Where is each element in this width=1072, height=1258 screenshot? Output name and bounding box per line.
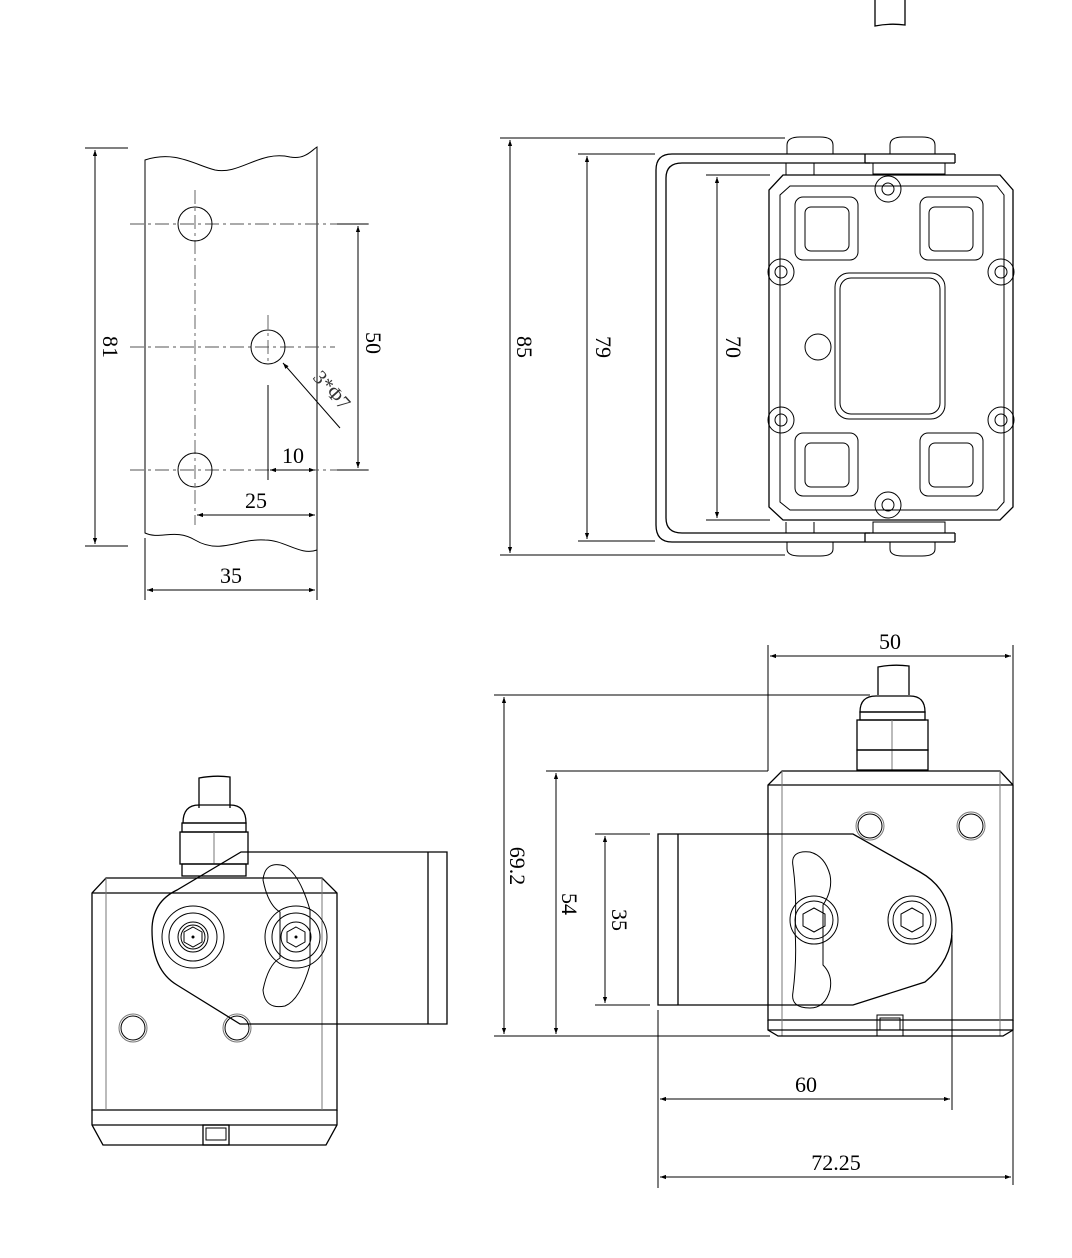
hole-top — [177, 206, 213, 242]
dim-bracket-height: 35 — [607, 909, 632, 931]
dim-overall-height: 69.2 — [505, 847, 530, 886]
dim-plate-height: 81 — [98, 336, 123, 358]
housing-front — [767, 770, 1014, 1021]
dim-body-width: 50 — [879, 629, 901, 654]
bracket-side — [151, 851, 448, 1025]
cable-fragment — [874, 0, 906, 27]
knob-bottom-left — [786, 542, 834, 557]
front-view: 50 69.2 54 35 60 72.25 — [494, 629, 1014, 1188]
hole-callout: 3*Φ7 — [308, 367, 354, 415]
bracket-front — [657, 833, 953, 1006]
housing-outline — [768, 174, 1014, 521]
screw-left — [161, 905, 225, 969]
dim-body-height: 54 — [557, 893, 582, 915]
dim-hole-offset-a: 25 — [245, 488, 267, 513]
knob-top-right — [889, 136, 936, 154]
hole-bottom — [177, 452, 213, 488]
center-window — [834, 272, 946, 420]
screw-front-left — [789, 895, 839, 945]
screw-right — [264, 905, 328, 969]
dim-overall: 85 — [512, 336, 537, 358]
dim-overall-length: 72.25 — [811, 1150, 861, 1175]
knob-bottom-right — [889, 542, 936, 557]
dim-plate-width: 35 — [220, 563, 242, 588]
hole-middle — [250, 329, 286, 365]
dim-hole-offset-b: 10 — [282, 443, 304, 468]
dim-clamp: 79 — [591, 336, 616, 358]
plate-outline — [144, 146, 318, 552]
dim-hole-spacing: 50 — [361, 332, 386, 354]
housing-side — [91, 877, 338, 1111]
bracket-plate-view: 81 50 3*Φ7 10 25 35 — [85, 146, 386, 600]
side-view — [91, 775, 448, 1146]
top-view: 85 79 70 — [500, 136, 1015, 557]
dim-body: 70 — [721, 336, 746, 358]
screw-front-right — [887, 895, 937, 945]
dim-bracket-length: 60 — [795, 1072, 817, 1097]
knob-top-left — [786, 136, 834, 154]
